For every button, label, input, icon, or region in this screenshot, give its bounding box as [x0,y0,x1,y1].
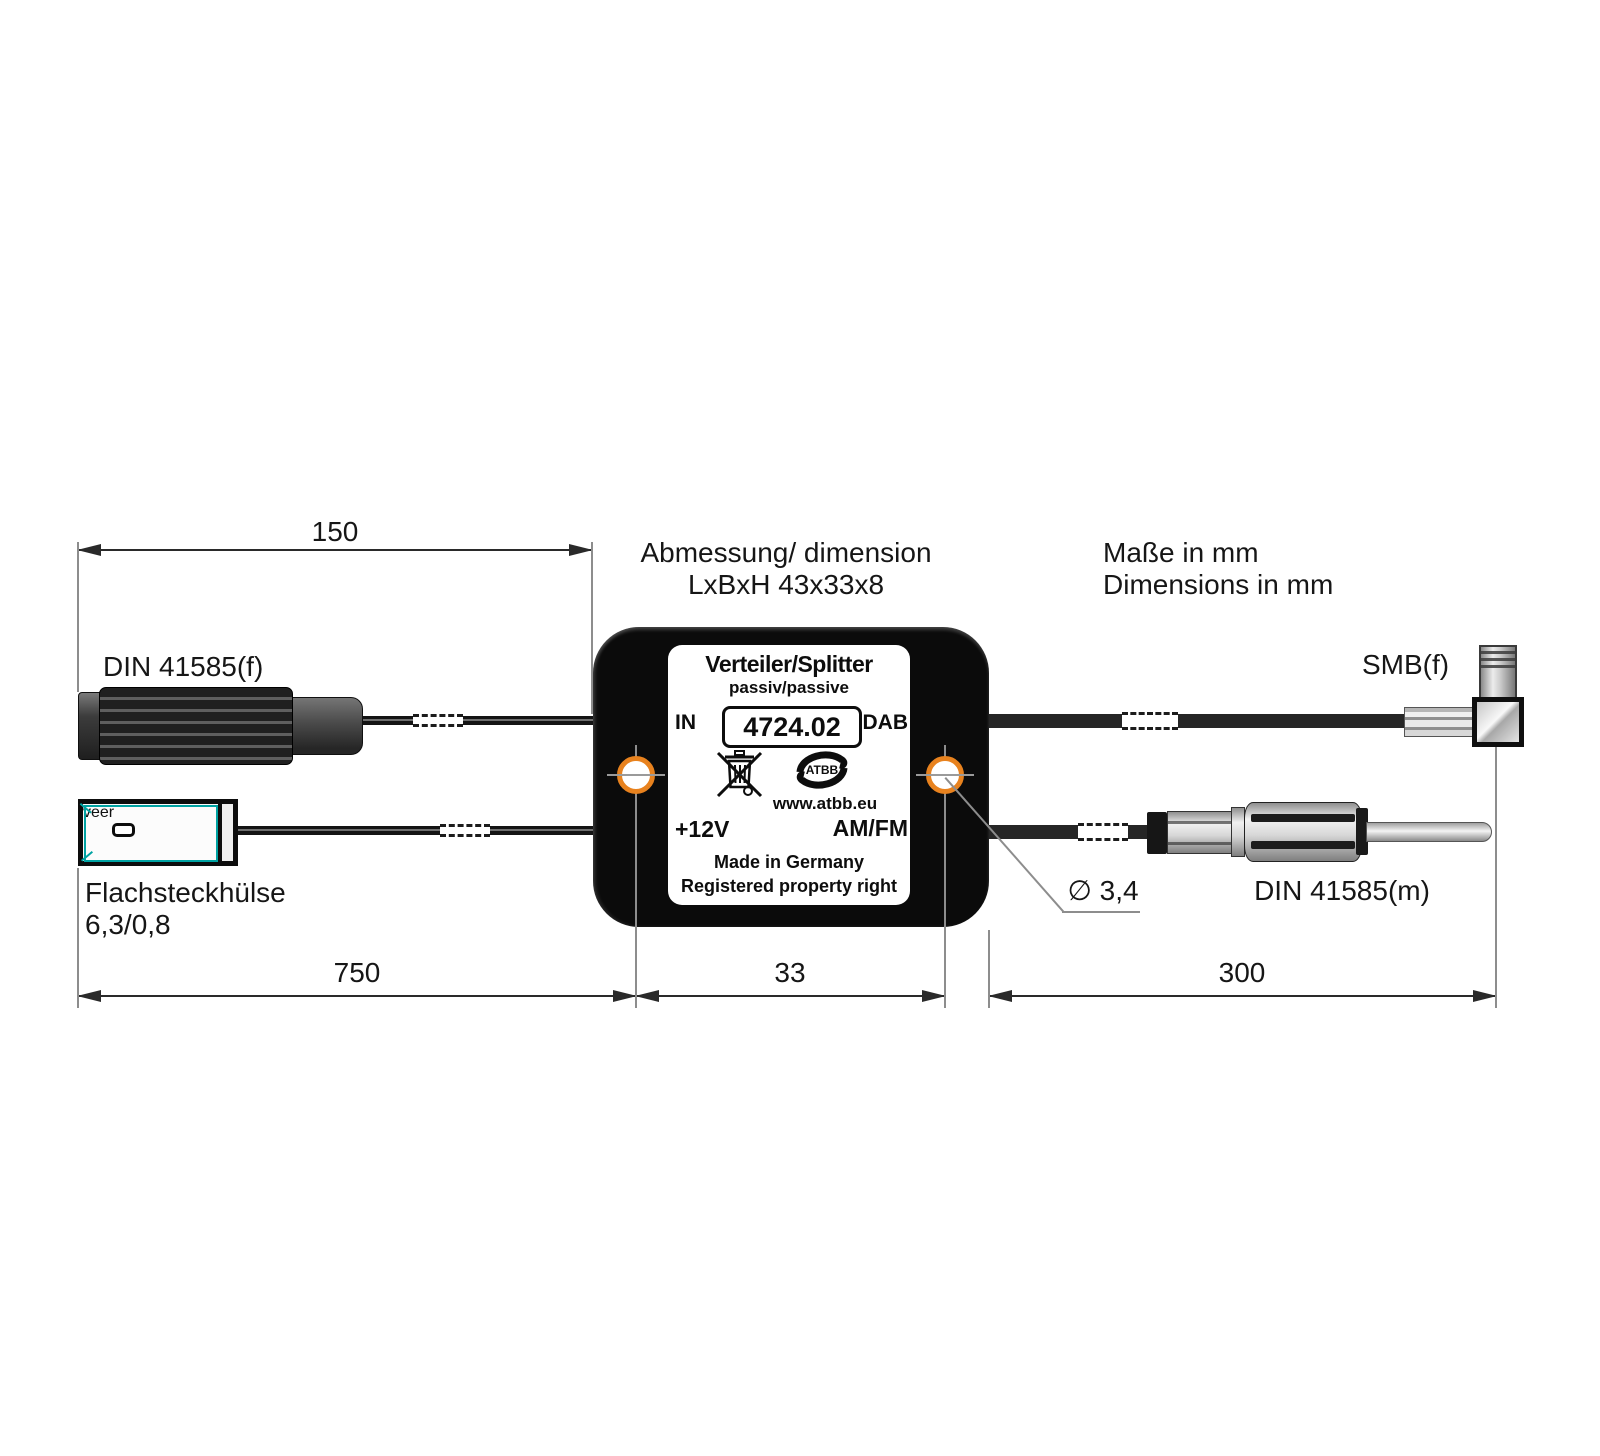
dim-33-value: 33 [774,957,806,988]
crossed-out-bin-icon [716,750,763,798]
flat-terminal-label-line1: Flachsteckhülse [85,877,286,908]
label-model-box: 4724.02 [722,706,862,748]
hole-diameter-label: ∅ 3,4 [1067,875,1139,906]
cable-din-female [352,716,593,725]
label-port-in: IN [675,711,696,734]
unit-note-line2: Dimensions in mm [1103,569,1334,600]
din-female-neck [283,697,363,755]
smb-female-label: SMB(f) [1362,649,1450,680]
unit-note-line1: Maße in mm [1103,537,1259,568]
cable-dab [989,714,1406,728]
cable-break-flat-terminal [440,824,490,837]
flat-terminal-slot [112,823,135,837]
flat-terminal-separator [218,804,222,861]
label-model-number: 4724.02 [743,711,841,742]
leader-line-horizontal [1062,911,1140,913]
din-male-pin [1366,822,1492,842]
label-website: www.atbb.eu [772,794,878,813]
smb-female-crimp [1404,707,1474,737]
label-rights: Registered property right [680,876,898,896]
size-note-line1: Abmessung/ dimension [640,537,932,568]
size-note-line2: LxBxH 43x33x8 [687,569,885,600]
cable-flat-terminal [234,826,593,835]
din-male-collar [1147,812,1167,854]
din-female-body [99,687,293,765]
flat-terminal-label-line2: 6,3/0,8 [85,909,171,940]
dimension-line-33 [635,990,946,1002]
label-port-amfm: AM/FM [832,815,908,841]
extension-line-left-connector [77,542,79,692]
extension-line-flat-terminal [77,868,79,1008]
din-male-label: DIN 41585(m) [1254,875,1430,906]
din-male-ring [1356,808,1368,855]
label-port-dab: DAB [862,711,909,734]
dim-300-value: 300 [1218,957,1266,988]
dim-750-value: 750 [333,957,381,988]
label-made-in: Made in Germany [713,852,865,872]
atbb-logo-text: ATBB [806,763,839,777]
flat-terminal-collar [222,804,233,861]
dimension-line-150 [77,544,593,556]
smb-female-body [1472,697,1524,747]
label-port-power: +12V [675,816,730,842]
label-subtitle: passiv/passive [728,678,850,697]
smb-female-tube [1479,645,1517,705]
extension-line-hole-right [944,745,946,1008]
extension-line-smb [1495,744,1497,1008]
extension-line-box-right [988,930,990,1008]
crosshair-right [916,774,974,776]
din-female-label: DIN 41585(f) [103,651,264,682]
dim-150-value: 150 [311,516,359,547]
extension-line-box-left [591,542,593,714]
cable-break-amfm [1078,823,1128,841]
dimension-line-300 [988,990,1497,1002]
flat-terminal-body: veer [78,799,238,866]
crosshair-left [607,774,665,776]
din-male-step [1231,807,1245,857]
splitter-label: Verteiler/Splitter passiv/passive IN 472… [668,645,910,905]
cable-break-din-female [413,714,463,727]
label-title: Verteiler/Splitter [705,651,873,677]
flat-terminal-teal-outline [84,805,218,862]
din-male-body [1244,802,1362,862]
dimension-line-750 [77,990,637,1002]
cable-break-dab [1122,712,1178,730]
din-male-crimp [1167,811,1233,854]
atbb-logo-icon: ATBB [796,751,848,789]
extension-line-hole-left [635,745,637,1008]
